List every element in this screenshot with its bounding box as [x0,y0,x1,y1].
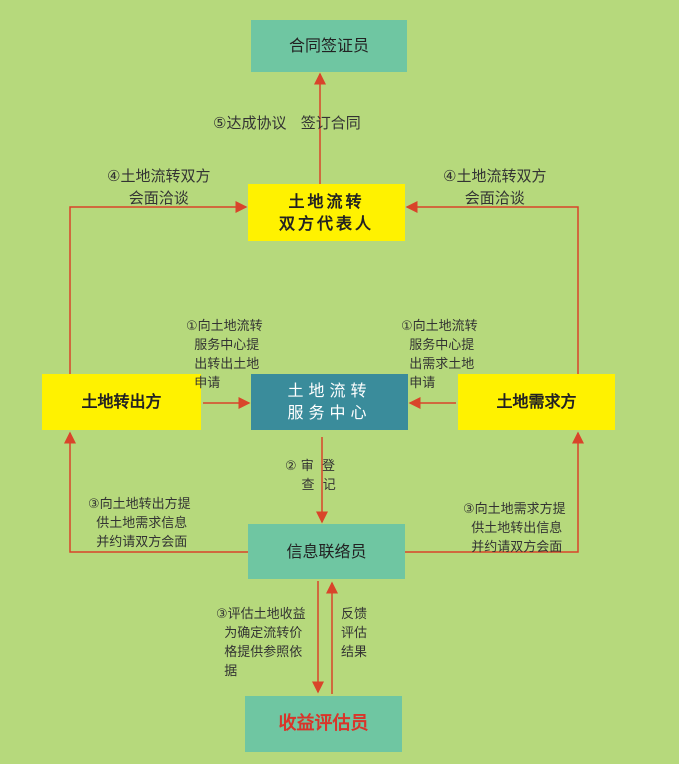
label-feedback: 反馈 评估 结果 [341,607,368,660]
label-step3-assess: ③评估土地收益 为确定流转价 格提供参照依 据 [216,607,306,679]
node-land-out: 土地转出方 [42,374,201,430]
arrow-liaison-to-demand [405,431,584,553]
label-step3-left: ③向土地转出方提 供土地需求信息 并约请双方会面 [88,497,191,550]
node-land-demand: 土地需求方 [458,374,615,430]
label-step1-left: ①向土地流转 服务中心提 出转出土地 申请 [186,319,263,391]
arrow-right-to-reps [405,201,579,374]
label-step2: ② 审 登 查 记 [285,459,336,493]
node-liaison: 信息联络员 [248,524,405,579]
label-step5: ⑤达成协议 签订合同 [213,114,361,132]
label-step1-right: ①向土地流转 服务中心提 出需求土地 申请 [401,319,478,391]
label-step4-left: ④土地流转双方 会面洽谈 [107,167,211,207]
node-contract-clerk: 合同签证员 [251,20,407,72]
node-representatives: 土地流转 双方代表人 [248,184,405,241]
node-service-center: 土地流转 服务中心 [251,374,408,430]
node-assessor: 收益评估员 [245,696,402,752]
label-step3-right: ③向土地需求方提 供土地转出信息 并约请双方会面 [463,502,566,555]
arrow-liaison-to-out [64,431,248,553]
arrow-left-to-reps [69,201,248,374]
label-step4-right: ④土地流转双方 会面洽谈 [443,167,547,207]
